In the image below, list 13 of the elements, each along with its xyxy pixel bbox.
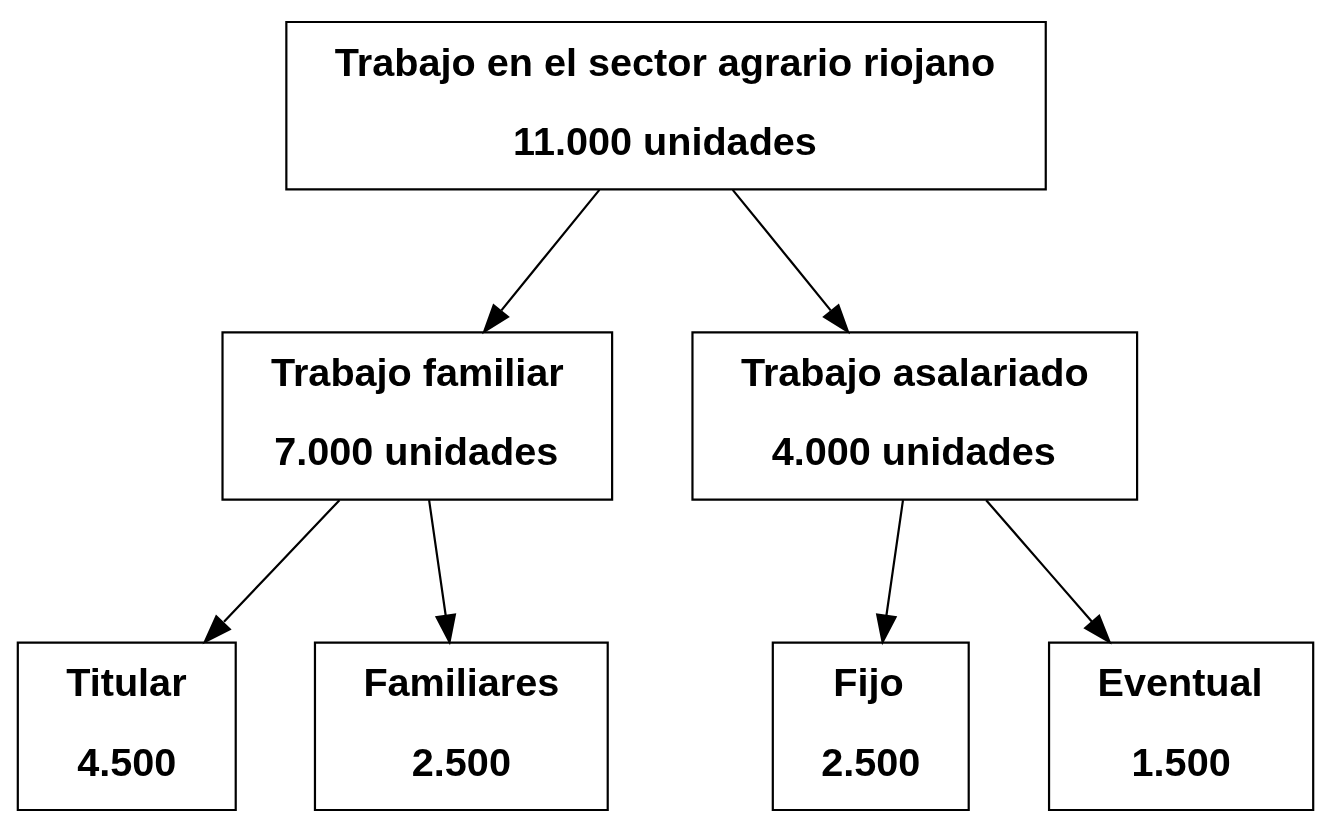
node-box: Fijo 2.500 xyxy=(771,641,970,812)
node-box: Trabajo asalariado 4.000 unidades xyxy=(690,331,1138,501)
arrow xyxy=(481,189,600,335)
arrow xyxy=(731,189,850,335)
arrow xyxy=(984,499,1112,645)
node-box: Eventual 1.500 xyxy=(1047,641,1314,812)
arrow xyxy=(202,499,340,645)
arrow xyxy=(427,500,456,646)
node-box: Familiares 2.500 xyxy=(313,641,609,812)
arrow xyxy=(875,500,904,646)
node-box: Trabajo familiar 7.000 unidades xyxy=(220,331,613,501)
node-box: Titular 4.500 xyxy=(16,641,237,812)
node-box: Trabajo en el sector agrario riojano 11.000 unidades xyxy=(284,20,1047,191)
